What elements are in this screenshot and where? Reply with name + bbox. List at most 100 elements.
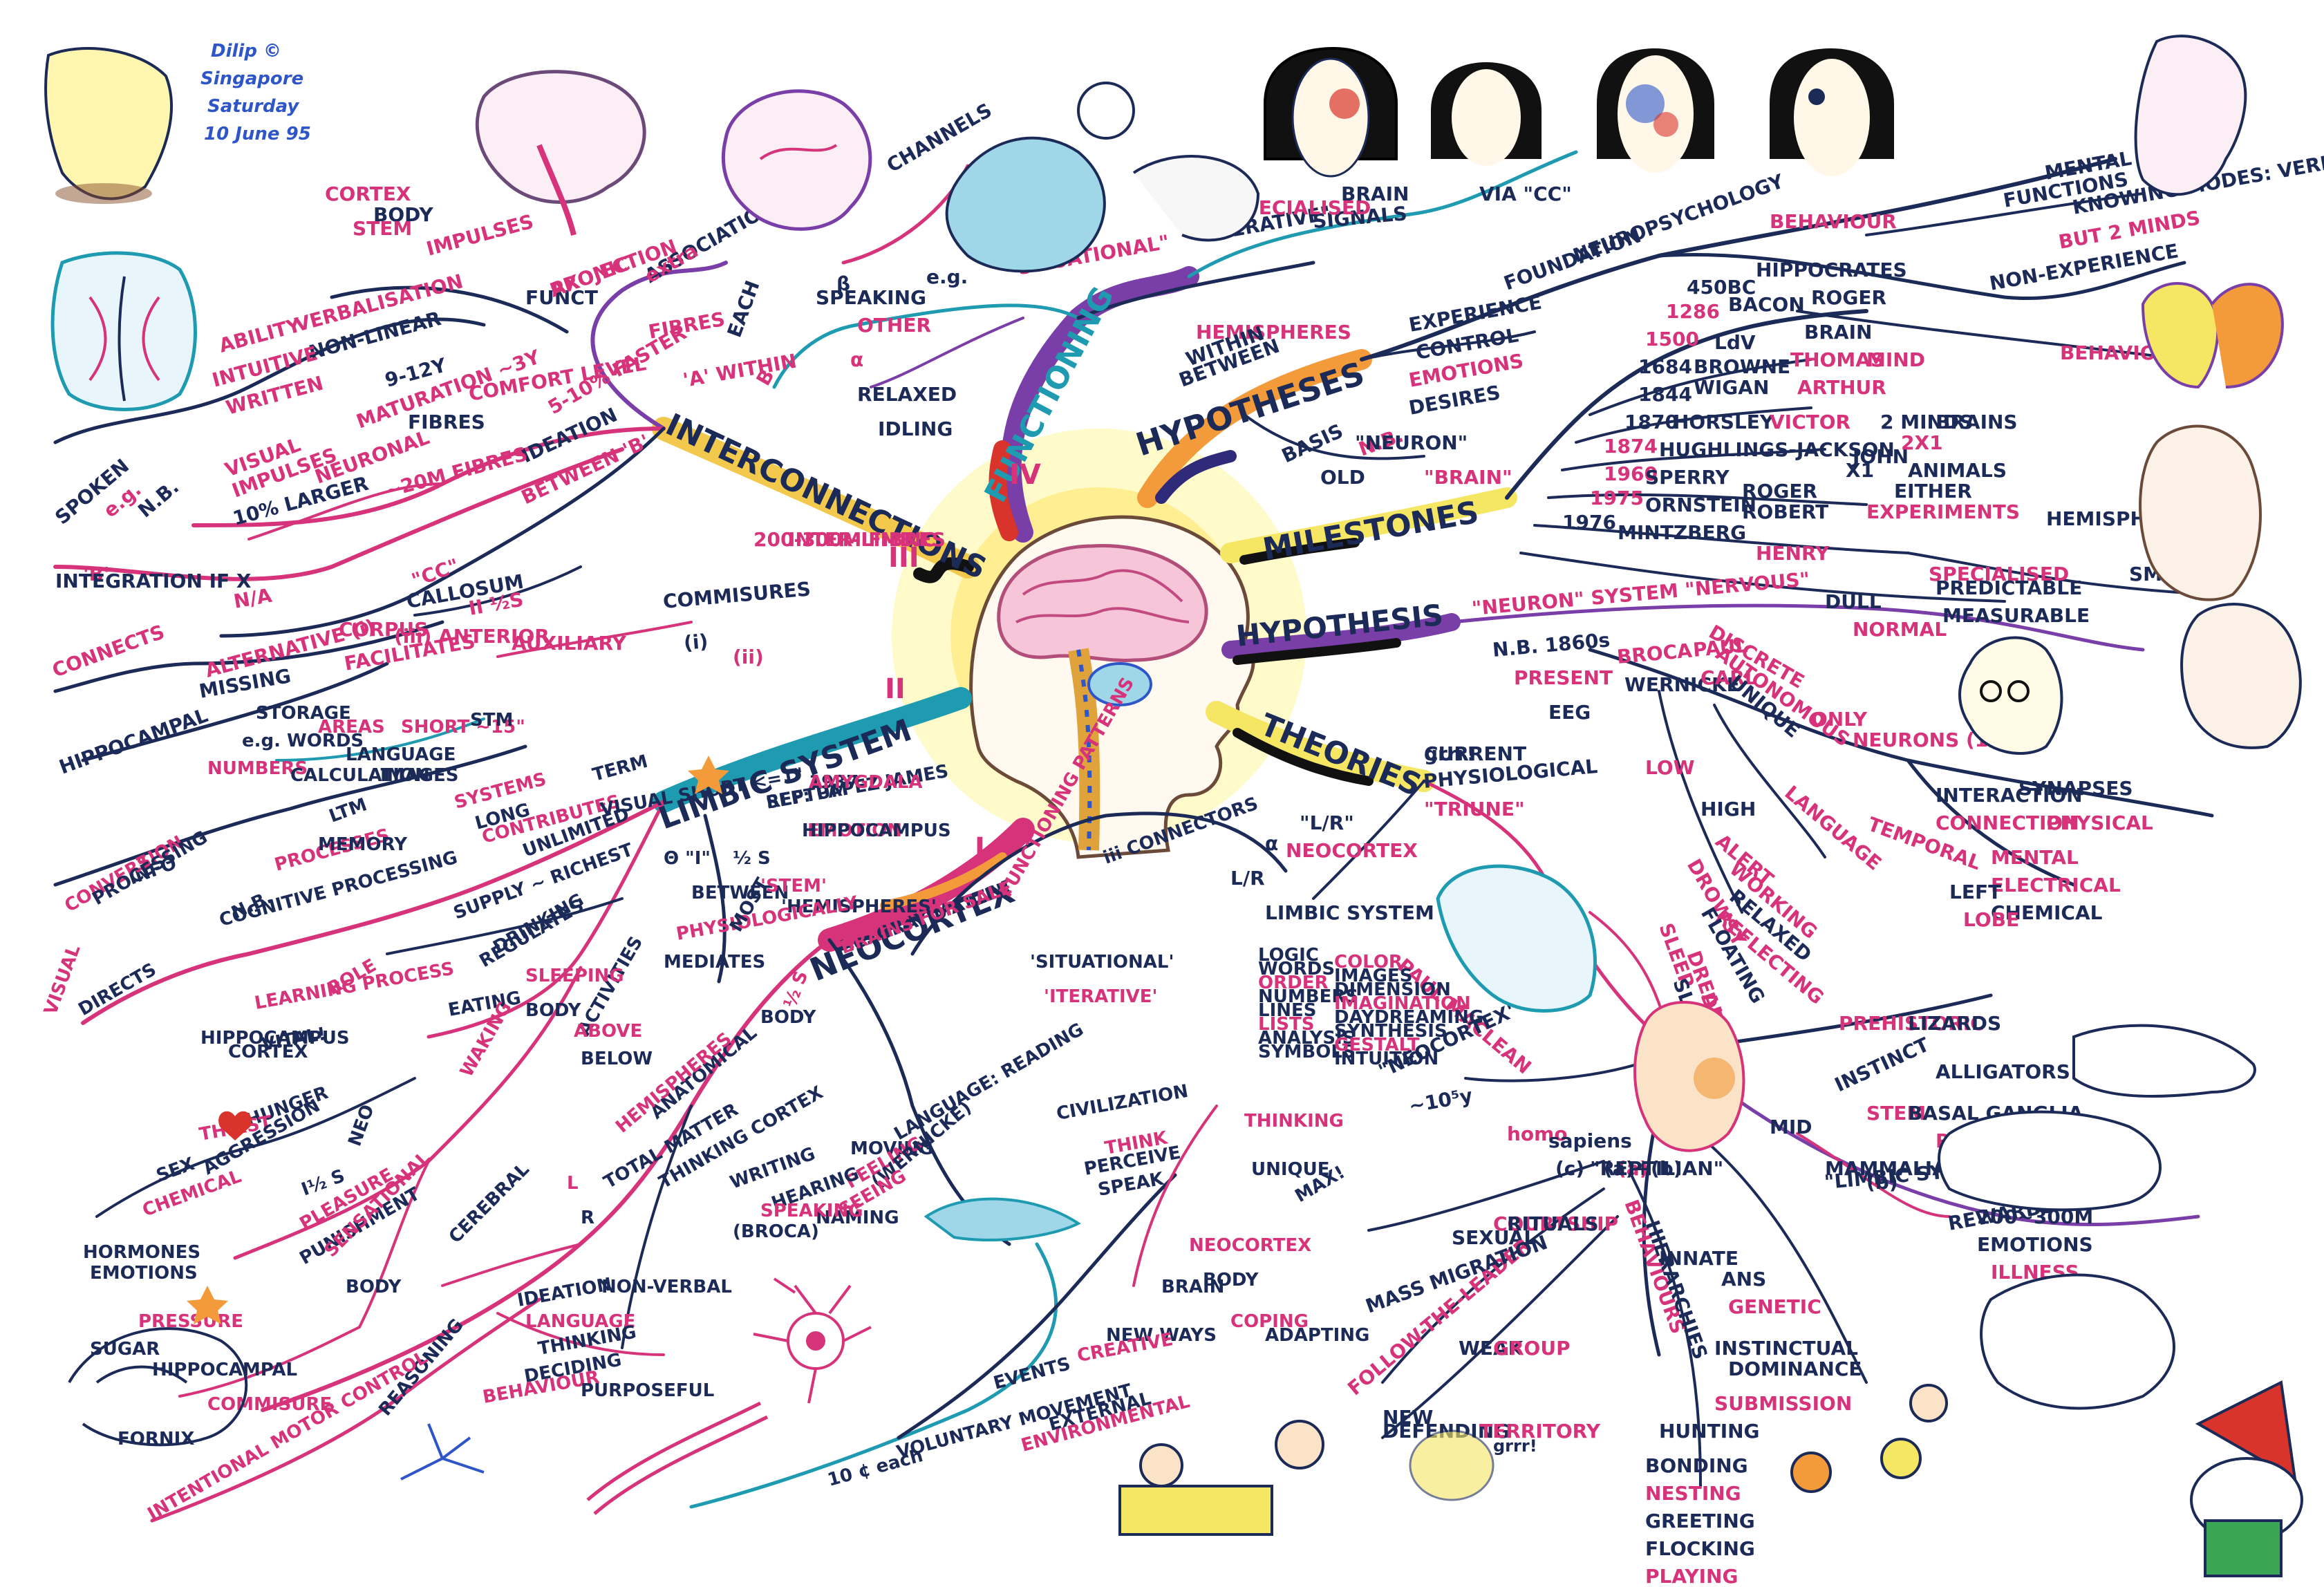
interconnections-label: 'A' WITHIN xyxy=(681,350,798,392)
hypothesis-label: EEG xyxy=(1548,701,1591,724)
neocortex-label: IMAGES xyxy=(1334,966,1413,986)
neocortex-label: NON-VERBAL xyxy=(601,1277,732,1297)
milestones-label: DULL xyxy=(1825,590,1882,613)
milestones-label: 1684 xyxy=(1638,355,1692,378)
theories-label: ~10⁵y xyxy=(1407,1084,1474,1118)
lizard-icon xyxy=(2072,1024,2256,1098)
neocortex-label: 10 ¢ each xyxy=(825,1445,925,1491)
brain-cross-section-icon xyxy=(50,251,197,411)
neocortex-label: R xyxy=(581,1208,594,1228)
hypotheses-label: "BRAIN" xyxy=(1424,466,1512,489)
limbic-label: STORAGE xyxy=(256,703,351,724)
branch-interconnections xyxy=(652,417,980,579)
milestones-label: 2 MINDS xyxy=(1880,411,1973,433)
neocortex-label: LANGUAGE: READING xyxy=(891,1020,1087,1145)
cartoon-monster-icon xyxy=(2134,35,2247,196)
hypothesis-label: CHEMICAL xyxy=(1991,901,2103,924)
milestones-label: BROWNE xyxy=(1694,355,1790,378)
neocortex-label: DIMENSION xyxy=(1334,979,1451,1000)
limbic-label: CALCULATION xyxy=(290,765,430,786)
functioning-label: OTHER xyxy=(857,314,931,337)
cartoon-dog-growl-icon: grrr! xyxy=(1409,1429,1537,1501)
theories-label: NEW xyxy=(1383,1406,1434,1429)
theories-label: ANS xyxy=(1721,1268,1766,1290)
theories-label: L/R xyxy=(1230,867,1265,890)
hypotheses-label: EXPERIENCE xyxy=(1407,291,1543,337)
brain-lateral-icon xyxy=(475,70,646,236)
theories-label: PLAYING xyxy=(1645,1565,1738,1587)
sparkle-icon xyxy=(688,755,729,794)
hypotheses-label: OLD xyxy=(1320,466,1365,489)
limbic-label: BELOW xyxy=(581,1049,653,1069)
milestones-label: MINTZBERG xyxy=(1618,521,1746,544)
milestones-label: 1975 xyxy=(1590,487,1644,509)
theories-label: "REPTILIAN" xyxy=(1590,1157,1723,1180)
dog-icon xyxy=(1938,1110,2162,1212)
theories-label: PREHISTORIC xyxy=(1839,1012,1985,1035)
dendrite-icon xyxy=(400,1423,485,1481)
limbic-label: ABOVE xyxy=(574,1021,642,1042)
interconnections-label: CORTEX xyxy=(325,182,411,205)
theories-label: homo xyxy=(1507,1123,1568,1145)
milestones-label: BRAIN xyxy=(1804,321,1872,344)
milestones-label: 450BC xyxy=(1687,276,1756,299)
functioning-label: VIA "CC" xyxy=(1479,182,1572,205)
neocortex-label: IDEATION xyxy=(516,1274,614,1311)
neocortex-label: LISTS xyxy=(1258,1014,1314,1035)
theories-label: TERRITORY xyxy=(1479,1420,1601,1443)
theories-label: LIZARDS xyxy=(1908,1012,2001,1035)
woman-leopard-face-icon xyxy=(1633,1001,1745,1152)
hypothesis-label: MENTAL xyxy=(1991,846,2079,869)
milestones-label: X1 xyxy=(1846,459,1874,482)
theories-label: SUBMISSION xyxy=(1714,1392,1852,1415)
limbic-label: SHORT ~15" xyxy=(401,717,525,738)
branch-hypothesis xyxy=(1221,613,1461,659)
neocortex-label: BRAIN xyxy=(1161,1277,1224,1297)
theories-label: EMOTIONS xyxy=(1977,1233,2093,1256)
neocortex-label: ANATOMICAL xyxy=(646,1023,761,1124)
hypothesis-label: PAUL xyxy=(1692,634,1749,661)
theories-label: INSTINCTUAL xyxy=(1714,1337,1858,1360)
theories-label: grrr! xyxy=(1424,742,1475,765)
milestones-label: 1976 xyxy=(1562,511,1616,534)
limbic-label: HIPPOCAMPUS xyxy=(802,820,951,841)
title-milestones: MILESTONES xyxy=(1260,495,1481,567)
split-brain-heads-icon xyxy=(1264,46,1894,178)
limbic-label: e.g. WORDS xyxy=(242,731,364,751)
limbic-label: NUMBERS xyxy=(207,758,308,779)
signature-line-2: Singapore xyxy=(200,68,303,89)
functioning-label: SPEAKING xyxy=(816,286,926,309)
branch-theories xyxy=(1206,701,1435,792)
theories-label: "L/R" xyxy=(1300,811,1354,834)
neocortex-label: CIVILIZATION xyxy=(1055,1081,1190,1125)
neocortex-label: LOGIC xyxy=(1258,945,1319,966)
functioning-label: IDLING xyxy=(878,417,953,440)
interconnections-label: AUXILIARY xyxy=(512,632,627,655)
theories-label: STEM xyxy=(1866,1102,1926,1125)
limbic-label: 'EMOTION' xyxy=(802,820,908,841)
limbic-label: HORMONES xyxy=(83,1242,200,1263)
neocortex-label: LANGUAGE xyxy=(525,1311,635,1332)
neocortex-label: SYMBOLS xyxy=(1258,1042,1356,1062)
main-branches xyxy=(652,266,1517,952)
neocortex-label: THINKING xyxy=(1244,1111,1344,1131)
neocortex-label: MOVING xyxy=(850,1138,933,1159)
milestones-label: MIND xyxy=(1866,348,1925,371)
neocortex-label: WORDS xyxy=(1258,959,1335,979)
neocortex-label: NUMBERS xyxy=(1258,986,1358,1007)
number-limbic: II xyxy=(885,673,906,705)
hypothesis-label: WERNICKE xyxy=(1624,673,1740,696)
milestones-label: ROBERT xyxy=(1742,500,1828,523)
milestones-label: HUGHLINGS-JACKSON xyxy=(1659,438,1895,461)
limbic-label: DIRECTS xyxy=(75,959,160,1020)
limbic-label: 'HEMISPHERES' xyxy=(781,896,937,917)
grrr-text: grrr! xyxy=(1493,1436,1537,1456)
theories-label: NEOCORTEX xyxy=(1286,839,1418,862)
milestones-label: ROGER xyxy=(1742,480,1817,503)
glasses-man-face-icon xyxy=(1958,636,2063,755)
neocortex-label: 'ITERATIVE' xyxy=(1044,986,1158,1007)
neocortex-label: ADAPTING xyxy=(1265,1325,1369,1346)
neocortex-label: BODY xyxy=(1203,1270,1259,1290)
number-neocortex: I xyxy=(975,832,985,864)
limbic-label: MEDIATES xyxy=(664,952,765,973)
